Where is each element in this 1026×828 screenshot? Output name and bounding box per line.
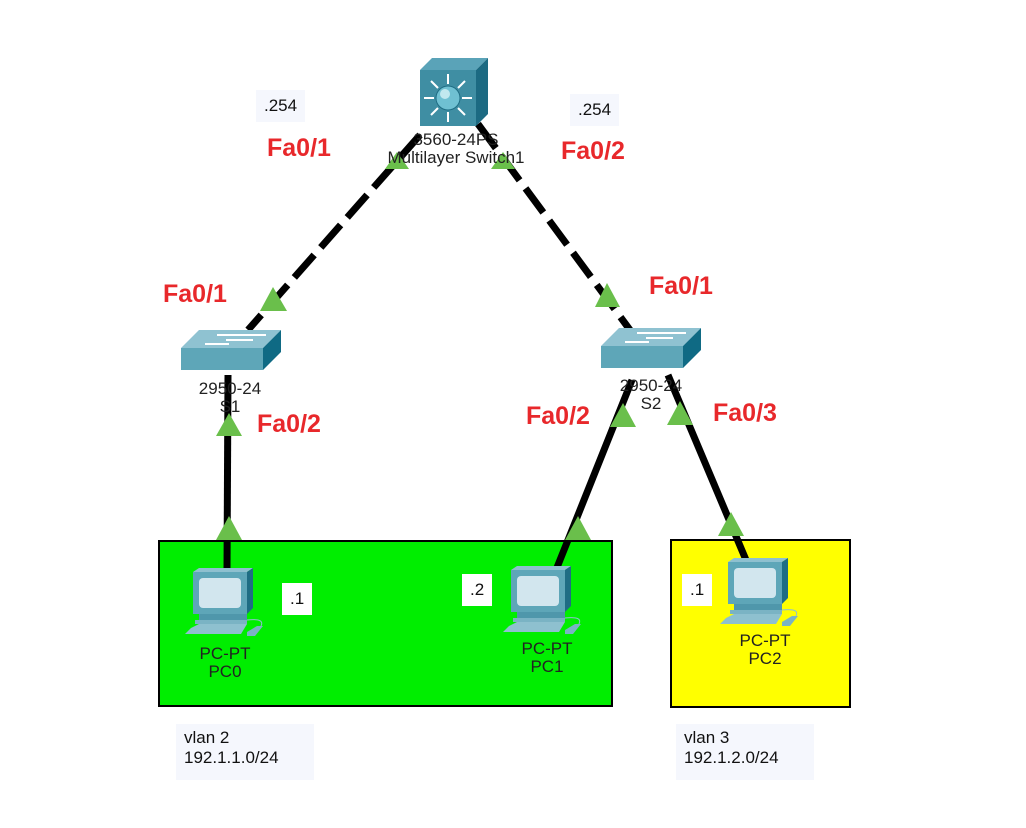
port-label-mls1-fa0-1: Fa0/1 [267,134,331,162]
switch-s1-device[interactable] [181,328,281,372]
vlan-name: vlan 2 [184,728,230,747]
device-name: S1 [219,397,241,416]
vlan-subnet: 192.1.1.0/24 [184,748,279,767]
pc-icon [720,558,798,626]
device-model: PC-PT [521,639,573,658]
ip-label-pc0: .1 [282,583,313,615]
pc0-label: PC-PT PC0 [170,645,280,681]
port-label-s2-fa0-2: Fa0/2 [526,402,590,430]
link-status-up-icon [260,287,287,311]
vlan-subnet: 192.1.2.0/24 [684,748,779,767]
device-model: PC-PT [739,631,791,650]
s2-label: 2950-24 S2 [591,377,711,413]
switch-icon [601,328,701,368]
vlan-name: vlan 3 [684,728,730,747]
vlan3-note: vlan 3 192.1.2.0/24 [676,724,814,780]
port-label-s2-fa0-1: Fa0/1 [649,272,713,300]
device-name: S2 [640,394,662,413]
link-status-up-icon [718,512,744,536]
port-label-mls1-fa0-2: Fa0/2 [561,137,625,165]
device-model: 2950-24 [198,379,262,398]
vlan2-note: vlan 2 192.1.1.0/24 [176,724,314,780]
switch-s2-device[interactable] [601,326,701,370]
link-status-up-icon [610,403,636,427]
device-name: Multilayer Switch1 [387,148,525,167]
pc-icon [185,568,263,636]
switch-icon [181,330,281,370]
link-status-up-icon [667,401,693,425]
ip-label-pc2: .1 [682,574,713,606]
ip-label-mls1-fa0-2: .254 [570,94,620,126]
port-label-s2-fa0-3: Fa0/3 [713,399,777,427]
device-model: 3560-24PS [413,130,499,149]
device-model: 2950-24 [619,376,683,395]
mls1-label: 3560-24PS Multilayer Switch1 [356,131,556,167]
pc1-label: PC-PT PC1 [492,640,602,676]
multilayer-switch-icon [420,58,488,126]
link-status-up-icon [216,413,242,436]
pc2-device[interactable] [720,558,805,633]
device-name: PC1 [530,657,564,676]
device-name: PC0 [208,662,242,681]
pc2-label: PC-PT PC2 [710,632,820,668]
ip-label-pc1: .2 [462,574,493,606]
port-label-s1-fa0-1: Fa0/1 [163,280,227,308]
device-model: PC-PT [199,644,251,663]
pc0-device[interactable] [185,568,270,643]
pc1-device[interactable] [503,566,588,641]
ip-label-mls1-fa0-1: .254 [256,90,306,122]
device-name: PC2 [748,649,782,668]
link-status-up-icon [216,516,242,540]
port-label-s1-fa0-2: Fa0/2 [257,410,321,438]
link-status-up-icon [385,152,409,169]
link-status-up-icon [565,516,591,540]
link-status-up-icon [491,152,515,169]
pc-icon [503,566,581,634]
s1-label: 2950-24 S1 [170,380,290,416]
link-status-up-icon [595,283,620,307]
multilayer-switch-device[interactable] [418,56,490,128]
